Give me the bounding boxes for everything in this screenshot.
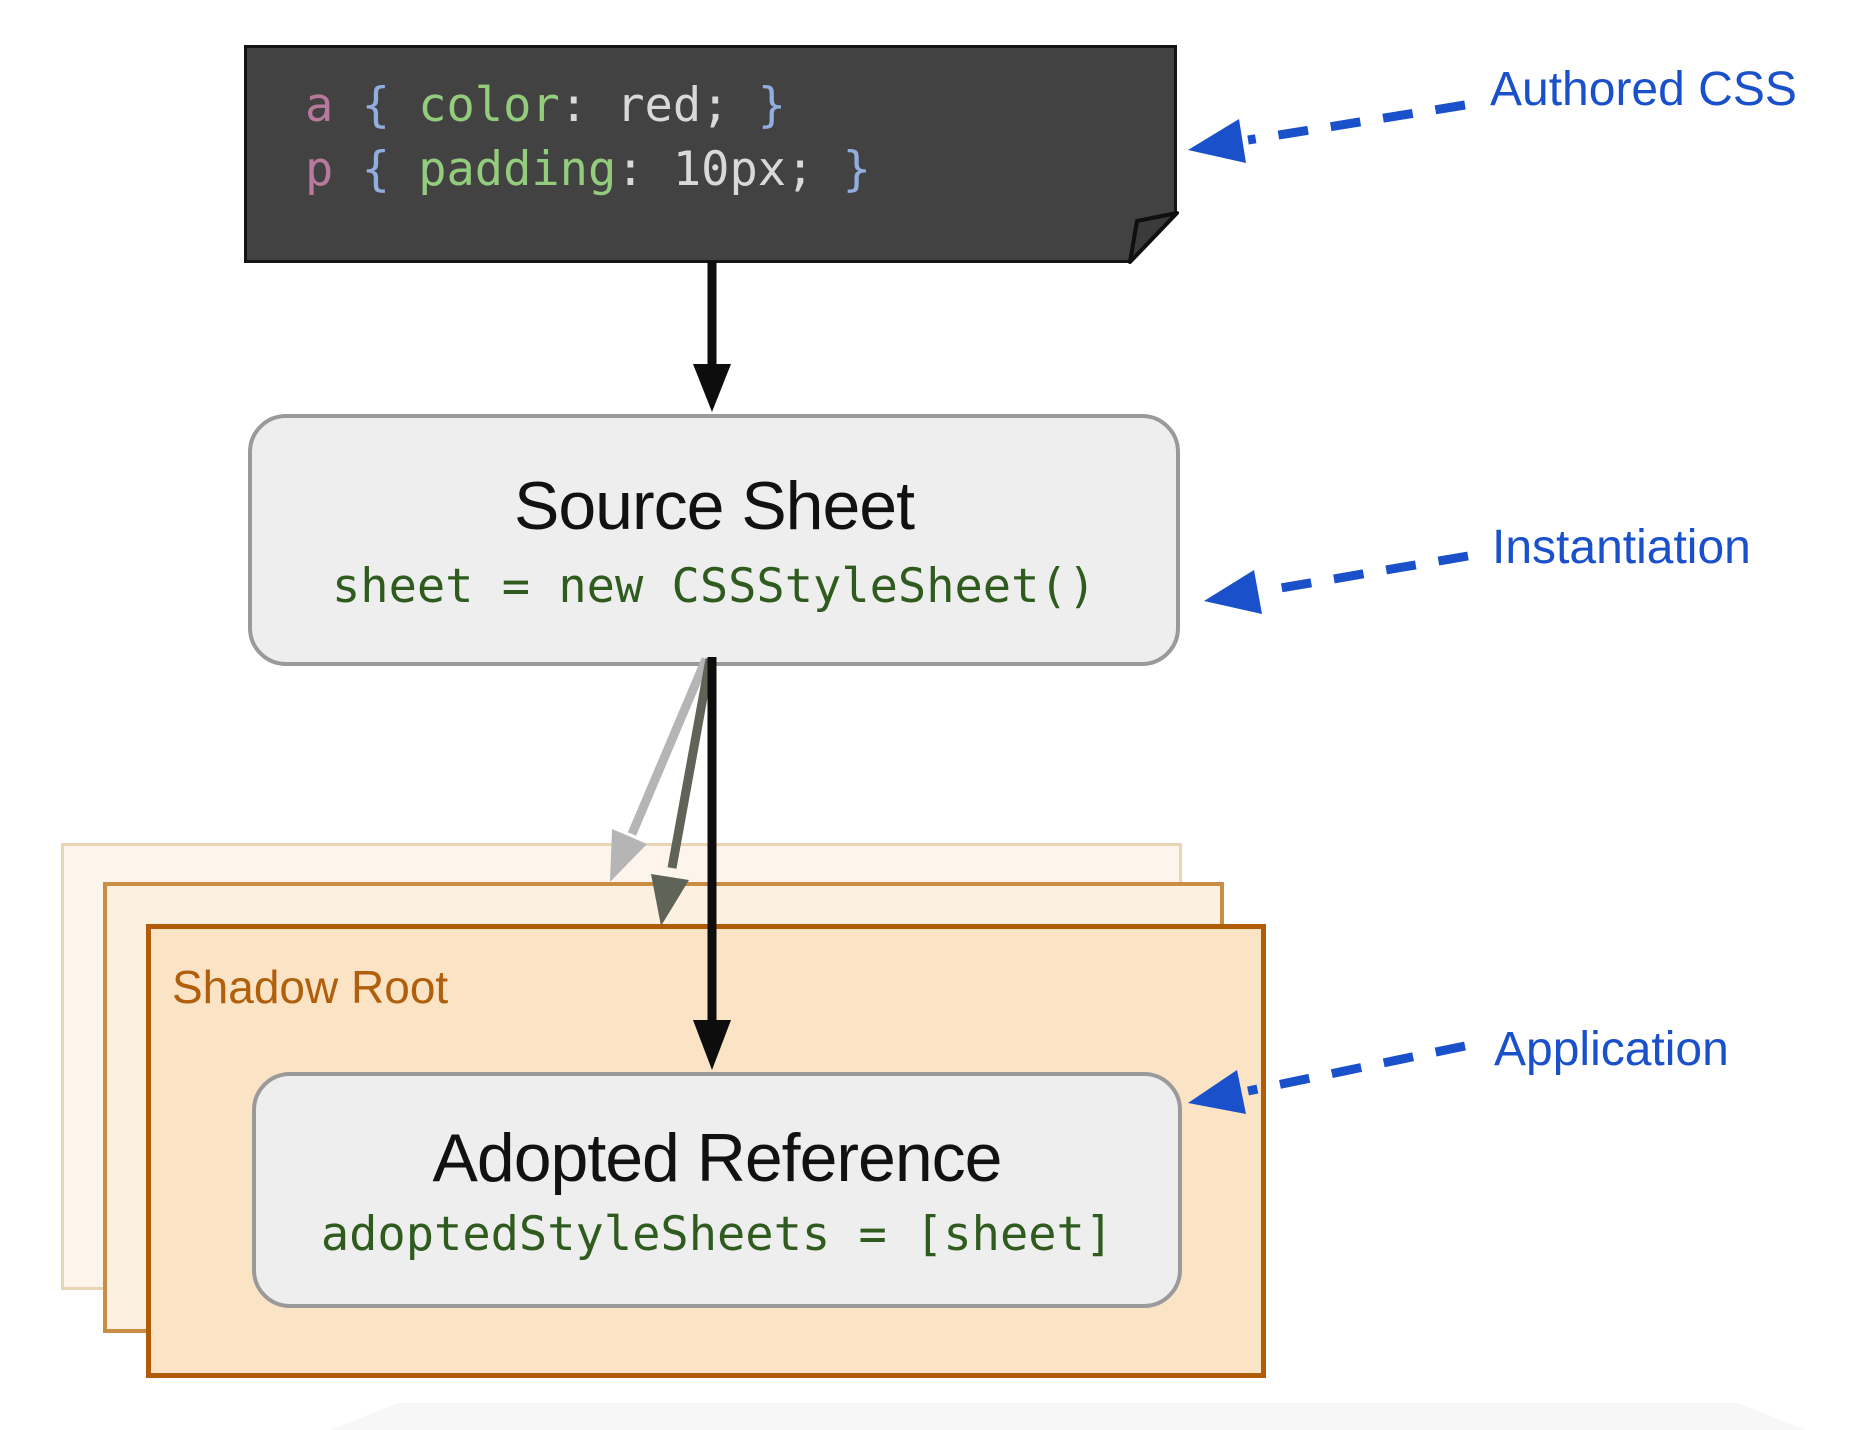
css-value: : 10px; xyxy=(616,142,843,197)
css-selector: a xyxy=(305,78,334,133)
css-close-brace: } xyxy=(842,142,871,197)
annotation-label-application: Application xyxy=(1494,1023,1729,1076)
annotation-label-authored-css: Authored CSS xyxy=(1490,63,1797,116)
authored-css-code: a { color: red; } p { padding: 10px; } xyxy=(305,74,871,202)
source-sheet-title: Source Sheet xyxy=(513,467,915,544)
css-selector: p xyxy=(305,142,334,197)
source-sheet-box: Source Sheet sheet = new CSSStyleSheet() xyxy=(248,414,1180,666)
annotation-arrow-authored-css xyxy=(1188,100,1466,163)
css-line: p { padding: 10px; } xyxy=(305,142,871,197)
shadow-root-label: Shadow Root xyxy=(172,961,449,1013)
css-open-brace: { xyxy=(333,142,419,197)
annotation-label-instantiation: Instantiation xyxy=(1492,521,1751,574)
adopted-reference-box: Adopted Reference adoptedStyleSheets = [… xyxy=(252,1072,1182,1308)
css-value: : red; xyxy=(559,78,758,133)
adopted-reference-title: Adopted Reference xyxy=(432,1119,1003,1196)
css-line: a { color: red; } xyxy=(305,78,786,133)
source-sheet-code: sheet = new CSSStyleSheet() xyxy=(331,558,1096,614)
css-property: padding xyxy=(418,142,617,197)
annotation-arrow-instantiation xyxy=(1204,551,1469,614)
css-close-brace: } xyxy=(757,78,787,133)
css-property: color xyxy=(418,78,560,133)
adopted-reference-code: adoptedStyleSheets = [sheet] xyxy=(320,1206,1114,1262)
css-open-brace: { xyxy=(333,78,419,133)
arrow-authored-to-source xyxy=(693,261,731,412)
authored-css-code-card: a { color: red; } p { padding: 10px; } xyxy=(244,45,1177,263)
